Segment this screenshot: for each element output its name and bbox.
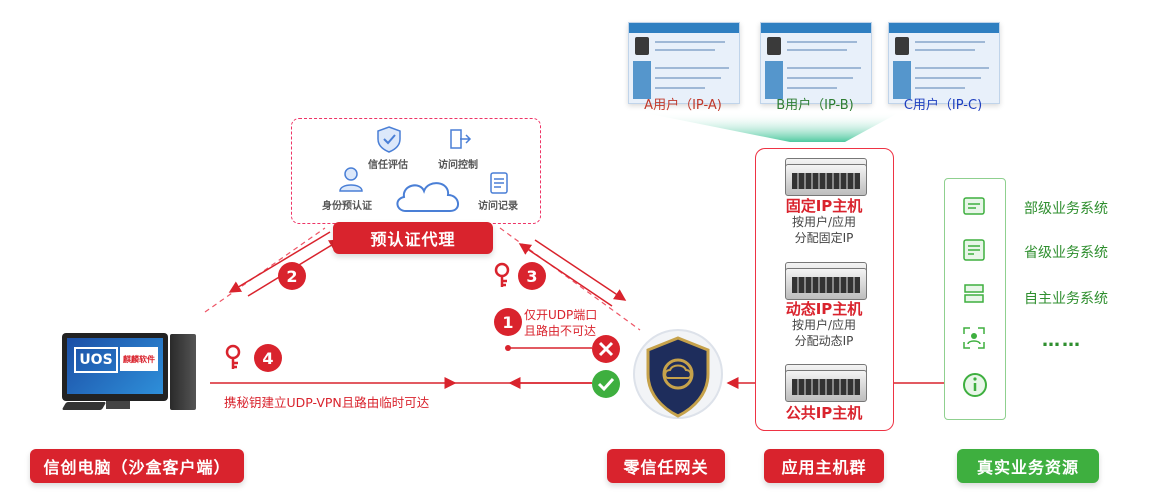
step-1-note-line1: 仅开UDP端口 — [524, 308, 598, 322]
info-icon — [963, 373, 987, 397]
step-2-badge: 2 — [278, 262, 306, 290]
user-scan-icon — [963, 327, 985, 349]
allow-icon — [592, 370, 620, 398]
keyboard — [61, 402, 107, 410]
gateway-title: 零信任网关 — [607, 449, 725, 483]
shield-check-icon — [377, 126, 401, 153]
fixed-ip-server — [785, 164, 867, 196]
dynamic-ip-desc-1: 按用户/应用 — [791, 318, 857, 332]
monitor-stand — [106, 401, 130, 409]
business-item-ministry: 部级业务系统 — [1024, 201, 1108, 217]
step-3-badge: 3 — [518, 262, 546, 290]
server-list-icon — [964, 284, 984, 303]
business-item-self: 自主业务系统 — [1024, 291, 1108, 307]
step-4-badge: 4 — [254, 344, 282, 372]
public-ip-server — [785, 370, 867, 402]
users-funnel — [640, 112, 900, 142]
step-1-note-line2: 且路由不可达 — [524, 324, 597, 338]
cloud-icon — [396, 182, 459, 212]
client-title: 信创电脑（沙盒客户端） — [30, 449, 244, 483]
fixed-ip-desc-2: 分配固定IP — [794, 231, 854, 245]
business-box — [944, 178, 1006, 420]
fixed-ip-desc-1: 按用户/应用 — [791, 215, 857, 229]
user-identity-icon — [339, 167, 363, 192]
business-item-province: 省级业务系统 — [1024, 245, 1108, 261]
deny-icon — [592, 335, 620, 363]
user-b-label: B用户（IP-B) — [776, 98, 854, 113]
proxy-item-identity: 身份预认证 — [322, 201, 372, 212]
access-control-icon — [450, 129, 472, 149]
user-a-screen — [628, 22, 740, 104]
user-a-label: A用户（IP-A) — [644, 98, 722, 113]
public-ip-title: 公共IP主机 — [785, 404, 863, 422]
dynamic-ip-desc-2: 分配动态IP — [794, 334, 854, 348]
key-icon — [225, 344, 241, 369]
crm-icon — [963, 239, 985, 261]
proxy-item-access-log: 访问记录 — [478, 201, 518, 212]
fixed-ip-title: 固定IP主机 — [785, 197, 863, 215]
business-title: 真实业务资源 — [957, 449, 1099, 483]
user-b-screen — [760, 22, 872, 104]
step-4-note: 携秘钥建立UDP-VPN且路由临时可达 — [224, 395, 430, 410]
business-item-more: …… — [1042, 330, 1082, 351]
step-1-badge: 1 — [494, 308, 522, 336]
dynamic-ip-server — [785, 268, 867, 300]
dynamic-ip-title: 动态IP主机 — [785, 300, 863, 318]
brand-badge: 麒麟软件 — [120, 347, 158, 371]
key-icon — [494, 262, 510, 287]
proxy-title: 预认证代理 — [333, 222, 493, 254]
file-system-icon — [963, 197, 985, 215]
os-badge: UOS — [74, 347, 118, 373]
proxy-box: 信任评估 访问控制 身份预认证 访问记录 — [291, 118, 541, 224]
user-c-screen — [888, 22, 1000, 104]
host-group-box — [755, 148, 894, 431]
gateway-shield-icon — [633, 329, 723, 419]
proxy-item-trust-eval: 信任评估 — [368, 160, 408, 171]
access-log-icon — [490, 172, 508, 194]
host-group-title: 应用主机群 — [764, 449, 884, 483]
client-monitor: UOS 麒麟软件 — [62, 333, 168, 401]
user-c-label: C用户（IP-C) — [903, 98, 983, 113]
pc-tower — [170, 334, 196, 410]
proxy-item-access-control: 访问控制 — [438, 160, 478, 171]
